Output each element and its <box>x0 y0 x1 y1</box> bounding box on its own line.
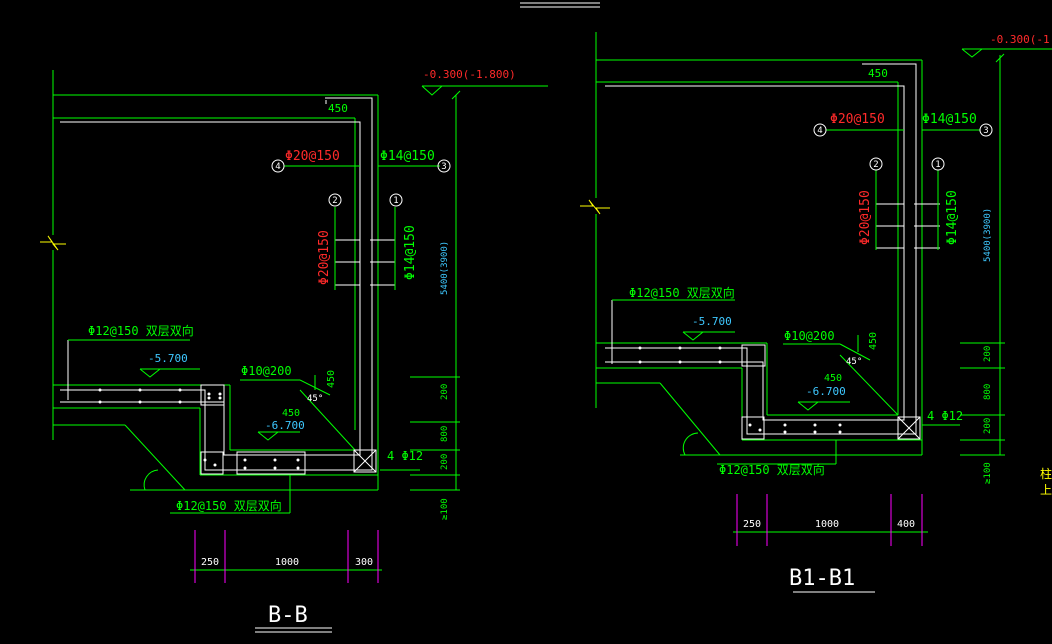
callout-1: 1 <box>393 196 398 206</box>
left-vdim-1: 200 <box>440 384 450 400</box>
left-rebar-2: Φ20@150 <box>317 230 332 285</box>
right-top-dim: 450 <box>868 67 888 80</box>
right-horizontal-dim <box>733 494 928 546</box>
right-elevation-symbols <box>682 48 1052 411</box>
left-vdim-4: ≥100 <box>440 498 450 520</box>
right-rebar-lines <box>605 63 917 435</box>
left-bottom-rebar: Φ12@150 双层双向 <box>176 498 282 513</box>
left-horizontal-dim <box>190 530 382 583</box>
left-break-mark <box>40 235 66 251</box>
right-vdim-4: ≥100 <box>983 462 993 484</box>
left-vertical-dim <box>410 90 461 491</box>
right-elev-top: -0.300(-1.80 <box>990 33 1052 46</box>
right-structure-outline <box>595 32 923 456</box>
left-callout-circles <box>271 159 451 207</box>
right-break-mark <box>580 199 610 215</box>
right-elev-pit: -6.700 <box>806 385 846 398</box>
left-hdim-1: 1000 <box>275 557 299 568</box>
callout-4: 4 <box>275 162 280 172</box>
right-vdim-1: 200 <box>983 346 993 362</box>
left-floor-rebar: Φ12@150 双层双向 <box>88 323 194 338</box>
right-wall-ties <box>876 203 940 249</box>
callout-3: 3 <box>441 162 446 172</box>
left-pit-rebar: Φ10@200 <box>241 364 292 378</box>
right-pour-markers <box>741 344 921 440</box>
right-vdim-0: 5400(3900) <box>983 208 993 262</box>
right-haunch-angle: 45° <box>846 357 862 367</box>
callout-3: 3 <box>983 126 988 136</box>
right-edge-text-2: 上 <box>1040 483 1052 497</box>
right-haunch-h: 450 <box>824 373 842 384</box>
left-vdim-2: 800 <box>440 426 450 442</box>
right-elev-floor: -5.700 <box>692 315 732 328</box>
right-rebar-1: Φ14@150 <box>945 190 960 245</box>
right-edge-text-1: 柱 <box>1040 466 1052 481</box>
left-leaders <box>68 165 440 514</box>
left-hdim-2: 300 <box>355 557 373 568</box>
section-b1-b1: 4 3 2 1 <box>580 32 1052 593</box>
left-vdim-3: 200 <box>440 454 450 470</box>
left-rebar-1: Φ14@150 <box>403 225 418 280</box>
right-hdim-1: 1000 <box>815 519 839 530</box>
left-pour-markers <box>200 384 377 475</box>
right-vdim-3: 200 <box>983 418 993 434</box>
left-top-dim: 450 <box>328 102 348 115</box>
callout-2: 2 <box>873 160 878 170</box>
callout-2: 2 <box>332 196 337 206</box>
callout-4: 4 <box>817 126 822 136</box>
left-elev-floor: -5.700 <box>148 352 188 365</box>
left-corner-bars: 4 Φ12 <box>387 449 423 463</box>
right-rebar-3: Φ14@150 <box>922 112 977 127</box>
right-hdim-2: 400 <box>897 519 915 530</box>
left-elev-top: -0.300(-1.800) <box>423 68 516 81</box>
left-wall-ties <box>335 239 395 286</box>
left-elevation-symbols <box>139 85 548 441</box>
right-hdim-0: 250 <box>743 519 761 530</box>
top-title-underline <box>520 2 600 8</box>
left-haunch-v: 450 <box>326 370 337 388</box>
left-hdim-0: 250 <box>201 557 219 568</box>
right-callout-numbers: 4 3 2 1 <box>817 126 988 170</box>
right-rebar-dots <box>638 346 842 434</box>
callout-1: 1 <box>935 160 940 170</box>
right-pit-rebar: Φ10@200 <box>784 329 835 343</box>
left-haunch-angle: 45° <box>307 394 323 404</box>
left-rebar-dots <box>98 388 300 470</box>
left-callout-numbers: 4 3 2 1 <box>275 162 446 206</box>
left-vdim-0: 5400(3900) <box>440 241 450 295</box>
right-callout-circles <box>813 123 993 171</box>
left-structure-outline <box>52 70 379 491</box>
right-rebar-4: Φ20@150 <box>830 112 885 127</box>
right-rebar-2: Φ20@150 <box>858 190 873 245</box>
left-elev-pit: -6.700 <box>265 419 305 432</box>
left-rebar-4: Φ20@150 <box>285 149 340 164</box>
right-vertical-dim <box>960 53 1005 456</box>
left-haunch-h: 450 <box>282 408 300 419</box>
right-floor-rebar: Φ12@150 双层双向 <box>629 285 735 300</box>
left-rebar-3: Φ14@150 <box>380 149 435 164</box>
right-vdim-2: 800 <box>983 384 993 400</box>
right-leaders <box>612 129 980 465</box>
right-haunch-v: 450 <box>868 332 879 350</box>
left-section-title: B-B <box>268 603 308 628</box>
right-section-title: B1-B1 <box>789 566 855 591</box>
section-b-b: 4 3 2 1 <box>40 68 548 633</box>
right-corner-bars: 4 Φ12 <box>927 409 963 423</box>
right-bottom-rebar: Φ12@150 双层双向 <box>719 462 825 477</box>
